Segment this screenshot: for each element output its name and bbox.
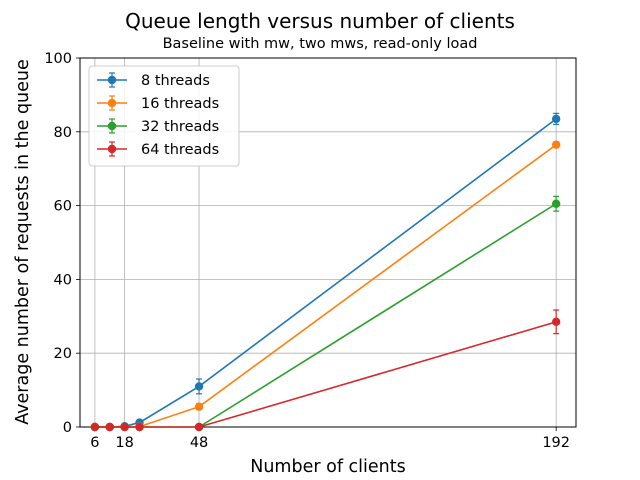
- legend-label: 8 threads: [141, 73, 210, 89]
- data-point: [135, 422, 144, 432]
- y-tick-label: 0: [63, 420, 72, 436]
- legend-label: 32 threads: [141, 119, 219, 135]
- data-point: [551, 317, 561, 327]
- y-tick-label: 80: [54, 125, 72, 141]
- data-point: [194, 422, 204, 432]
- x-tick-label: 18: [115, 435, 133, 451]
- x-tick-label: 6: [90, 435, 99, 451]
- data-point: [551, 199, 561, 208]
- y-tick-label: 60: [54, 199, 72, 215]
- data-point: [90, 422, 100, 432]
- legend-label: 64 threads: [141, 142, 219, 158]
- plot-frame: [79, 57, 577, 428]
- series-line: [94, 144, 557, 428]
- series-1: [90, 140, 561, 432]
- data-point: [551, 140, 561, 149]
- data-point: [194, 382, 204, 391]
- data-point: [551, 114, 561, 124]
- series-line: [94, 203, 557, 428]
- y-tick-label: 20: [54, 346, 72, 362]
- y-tick-label: 40: [54, 272, 72, 288]
- legend-box: [88, 65, 240, 167]
- legend-entry: 64 threads: [97, 141, 219, 158]
- legend-entry: 32 threads: [97, 118, 219, 135]
- legend-entry: 16 threads: [97, 95, 219, 112]
- legend-marker: [107, 144, 117, 154]
- axis-ticks: 6 18 48 192 0 20 40 60 80 100: [44, 51, 570, 451]
- legend-entry: 8 threads: [97, 72, 210, 89]
- y-axis-label: Average number of requests in the queue: [13, 59, 33, 425]
- x-tick-label: 48: [190, 435, 208, 451]
- chart-title: Queue length versus number of clients: [125, 9, 515, 33]
- legend-marker: [107, 75, 117, 85]
- series-group: [90, 112, 561, 432]
- series-line: [94, 321, 557, 428]
- legend-label: 16 threads: [141, 96, 219, 112]
- x-tick-label: 192: [542, 435, 570, 451]
- x-axis-label: Number of clients: [250, 457, 405, 477]
- legend-marker: [107, 121, 117, 131]
- legend-marker: [107, 98, 117, 108]
- series-3: [90, 309, 561, 432]
- chart-subtitle: Baseline with mw, two mws, read-only loa…: [163, 36, 478, 52]
- data-point: [194, 402, 204, 411]
- data-point: [105, 422, 114, 432]
- legend: 8 threads 16 threads 32 threads 64 threads: [88, 65, 240, 167]
- data-point: [120, 422, 129, 432]
- y-tick-label: 100: [44, 51, 72, 67]
